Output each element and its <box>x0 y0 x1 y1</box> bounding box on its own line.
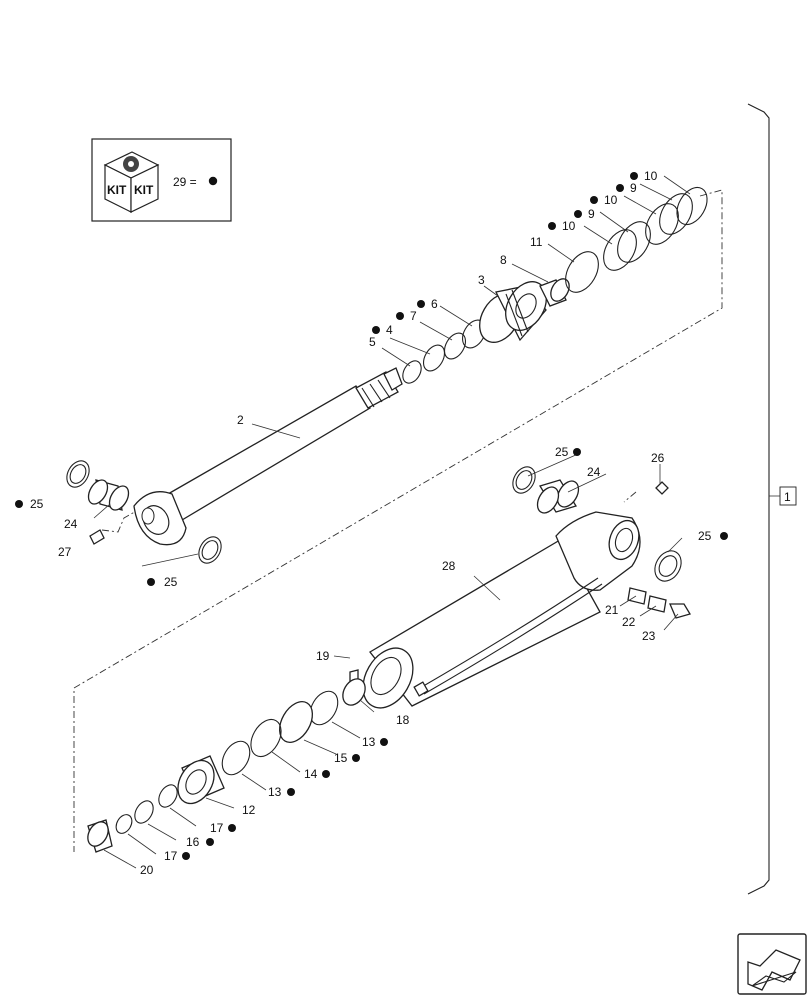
callout-10-upper: 10 <box>644 169 658 183</box>
barrel-end-parts <box>512 466 691 619</box>
callout-2: 2 <box>237 413 244 427</box>
callout-25-left: 25 <box>30 497 44 511</box>
callout-15: 15 <box>334 751 348 765</box>
callout-24-right: 24 <box>587 465 601 479</box>
callout-19: 19 <box>316 649 330 663</box>
piston-rod <box>133 367 403 546</box>
callout-13-lower: 13 <box>268 785 282 799</box>
callout-8: 8 <box>500 253 507 267</box>
kit-word-1: KIT <box>107 183 127 197</box>
callout-5: 5 <box>369 335 376 349</box>
grouping-lines <box>73 189 723 852</box>
leader-lines <box>93 175 691 869</box>
kit-dot-icon <box>208 176 218 186</box>
kit-legend-text: 29 = <box>173 175 197 189</box>
callout-10-middle: 10 <box>604 193 618 207</box>
callout-28: 28 <box>442 559 456 573</box>
callout-6: 6 <box>431 297 438 311</box>
callout-17-lower: 17 <box>164 849 178 863</box>
callout-9-upper: 9 <box>630 181 637 195</box>
callout-22: 22 <box>622 615 636 629</box>
kit-word-2: KIT <box>134 183 154 197</box>
assembly-callout-1: 1 <box>784 490 791 504</box>
callout-3: 3 <box>478 273 485 287</box>
kit-box-icon: KIT KIT <box>103 151 160 213</box>
next-page-arrow-icon[interactable] <box>737 933 807 995</box>
callout-21: 21 <box>605 603 619 617</box>
lower-seal-stack <box>87 669 366 853</box>
kit-legend: KIT KIT 29 = <box>91 138 232 222</box>
callout-9-lower: 9 <box>588 207 595 221</box>
callout-4: 4 <box>386 323 393 337</box>
callout-16: 16 <box>186 835 200 849</box>
upper-seal-stack <box>402 186 708 384</box>
callout-23: 23 <box>642 629 656 643</box>
rod-end-parts <box>66 460 222 564</box>
callout-12: 12 <box>242 803 256 817</box>
callout-labels: 2 3 4 5 6 7 8 9 9 10 10 10 11 12 13 13 1… <box>30 169 712 877</box>
assembly-bracket: 1 <box>747 103 797 895</box>
callout-27: 27 <box>58 545 72 559</box>
callout-17-upper: 17 <box>210 821 224 835</box>
callout-20: 20 <box>140 863 154 877</box>
callout-14: 14 <box>304 767 318 781</box>
cylinder-barrel <box>362 511 641 709</box>
callout-24-left: 24 <box>64 517 78 531</box>
callout-25-top-right: 25 <box>555 445 569 459</box>
callout-25-lower: 25 <box>164 575 178 589</box>
callout-10-lower: 10 <box>562 219 576 233</box>
kit-dots <box>15 172 728 860</box>
callout-26: 26 <box>651 451 665 465</box>
callout-7: 7 <box>410 309 417 323</box>
callout-13-upper: 13 <box>362 735 376 749</box>
callout-18: 18 <box>396 713 410 727</box>
callout-25-right: 25 <box>698 529 712 543</box>
callout-11: 11 <box>530 235 543 249</box>
